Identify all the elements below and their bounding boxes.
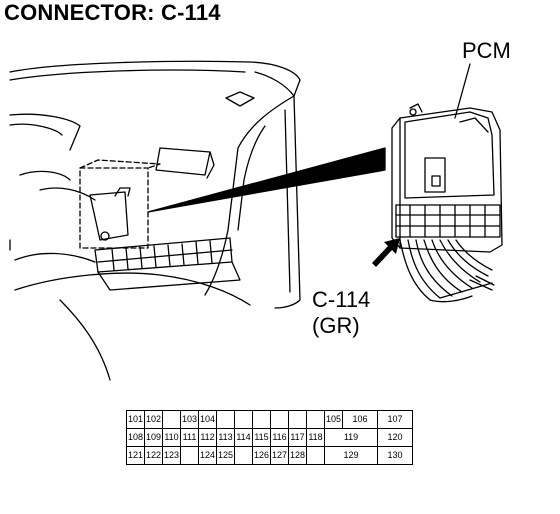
pin-cell: 123 — [162, 446, 181, 465]
pin-cell — [270, 410, 289, 429]
pin-cell: 130 — [377, 446, 413, 465]
pin-cell: 108 — [126, 428, 145, 447]
callout-arrow-icon — [372, 238, 400, 267]
pinout-row: 108 109 110 111 112 113 114 115 116 117 … — [126, 428, 413, 447]
pin-cell: 120 — [377, 428, 413, 447]
pin-cell: 111 — [180, 428, 199, 447]
pin-cell: 104 — [198, 410, 217, 429]
pin-cell: 110 — [162, 428, 181, 447]
pin-cell — [252, 410, 271, 429]
pinout-row: 101 102 103 104 105 106 107 — [126, 410, 413, 429]
pin-cell: 106 — [342, 410, 378, 429]
pin-cell: 103 — [180, 410, 199, 429]
pin-cell: 114 — [234, 428, 253, 447]
pin-cell: 115 — [252, 428, 271, 447]
pinout-row: 121 122 123 124 125 126 127 128 129 130 — [126, 446, 413, 465]
connector-id: C-114 — [312, 287, 371, 312]
pin-cell: 102 — [144, 410, 163, 429]
pin-cell: 101 — [126, 410, 145, 429]
pin-cell: 121 — [126, 446, 145, 465]
dashboard-illustration — [9, 60, 503, 381]
connector-color: (GR) — [312, 313, 360, 338]
pin-cell: 116 — [270, 428, 289, 447]
pin-cell: 109 — [144, 428, 163, 447]
pin-cell — [234, 446, 253, 465]
pin-cell: 118 — [306, 428, 325, 447]
page-title: CONNECTOR: C-114 — [4, 0, 221, 25]
pin-cell: 117 — [288, 428, 307, 447]
pin-cell — [180, 446, 199, 465]
pin-cell — [288, 410, 307, 429]
pin-cell: 107 — [377, 410, 413, 429]
pin-cell: 125 — [216, 446, 235, 465]
pin-cell: 112 — [198, 428, 217, 447]
pin-cell: 122 — [144, 446, 163, 465]
pin-cell: 128 — [288, 446, 307, 465]
pin-cell: 119 — [324, 428, 378, 447]
pcm-label: PCM — [462, 38, 511, 63]
pin-cell: 113 — [216, 428, 235, 447]
pin-cell: 105 — [324, 410, 343, 429]
pin-cell — [162, 410, 181, 429]
pinout-table: 101 102 103 104 105 106 107 108 109 110 … — [126, 410, 413, 465]
pin-cell — [234, 410, 253, 429]
pin-cell — [306, 410, 325, 429]
pin-cell — [306, 446, 325, 465]
connector-label: C-114 (GR) — [312, 287, 370, 339]
pin-cell: 124 — [198, 446, 217, 465]
pin-cell: 127 — [270, 446, 289, 465]
pin-cell — [216, 410, 235, 429]
pin-cell: 126 — [252, 446, 271, 465]
pin-cell: 129 — [324, 446, 378, 465]
